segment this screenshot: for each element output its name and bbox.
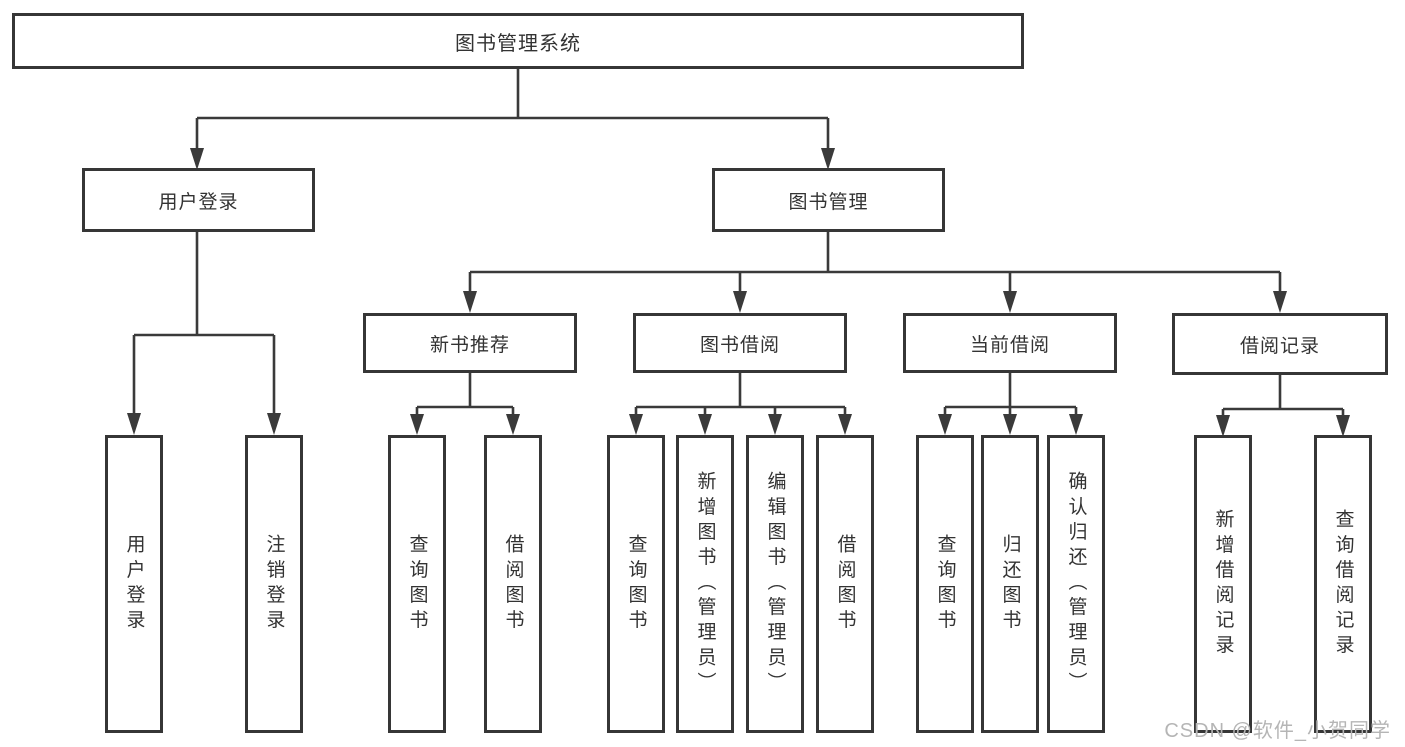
leaf-edit-book-admin-label: 编辑图书（管理员） — [764, 471, 786, 697]
node-current-borrow: 当前借阅 — [903, 313, 1117, 373]
leaf-borrow-books-label: 借阅图书 — [834, 533, 856, 635]
leaf-confirm-return-admin-label: 确认归还（管理员） — [1065, 471, 1087, 697]
leaf-query-books-current: 查询图书 — [916, 435, 974, 733]
leaf-add-borrow-record-label: 新增借阅记录 — [1212, 508, 1234, 660]
leaf-edit-book-admin: 编辑图书（管理员） — [746, 435, 804, 733]
leaf-logout-label: 注销登录 — [263, 533, 285, 635]
leaf-query-books-recommend-label: 查询图书 — [406, 533, 428, 635]
leaf-borrow-books: 借阅图书 — [816, 435, 874, 733]
leaf-query-borrow-record: 查询借阅记录 — [1314, 435, 1372, 733]
node-new-book-recommend: 新书推荐 — [363, 313, 577, 373]
leaf-query-books-borrow-label: 查询图书 — [625, 533, 647, 635]
node-user-login: 用户登录 — [82, 168, 315, 232]
leaf-return-book: 归还图书 — [981, 435, 1039, 733]
leaf-user-login-label: 用户登录 — [123, 533, 145, 635]
node-book-management: 图书管理 — [712, 168, 945, 232]
leaf-add-book-admin-label: 新增图书（管理员） — [694, 471, 716, 697]
node-borrow-record: 借阅记录 — [1172, 313, 1388, 375]
leaf-logout: 注销登录 — [245, 435, 303, 733]
node-book-borrow: 图书借阅 — [633, 313, 847, 373]
leaf-confirm-return-admin: 确认归还（管理员） — [1047, 435, 1105, 733]
csdn-watermark: CSDN @软件_小贺同学 — [1164, 720, 1391, 742]
leaf-borrow-books-recommend-label: 借阅图书 — [502, 533, 524, 635]
leaf-borrow-books-recommend: 借阅图书 — [484, 435, 542, 733]
leaf-query-books-current-label: 查询图书 — [934, 533, 956, 635]
leaf-add-book-admin: 新增图书（管理员） — [676, 435, 734, 733]
leaf-query-borrow-record-label: 查询借阅记录 — [1332, 508, 1354, 660]
node-library-management-system: 图书管理系统 — [12, 13, 1024, 69]
leaf-user-login: 用户登录 — [105, 435, 163, 733]
leaf-add-borrow-record: 新增借阅记录 — [1194, 435, 1252, 733]
leaf-return-book-label: 归还图书 — [999, 533, 1021, 635]
leaf-query-books-recommend: 查询图书 — [388, 435, 446, 733]
leaf-query-books-borrow: 查询图书 — [607, 435, 665, 733]
